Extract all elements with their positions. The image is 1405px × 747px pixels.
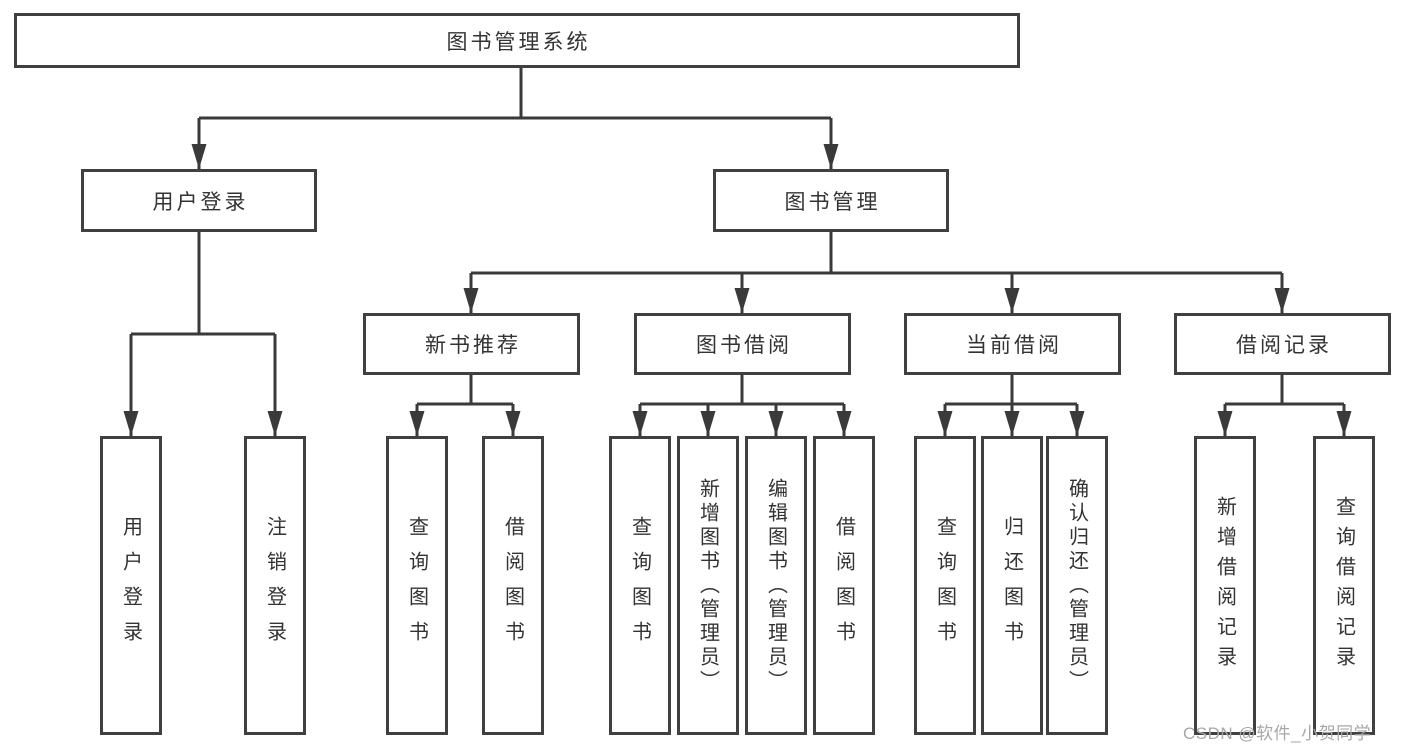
node-label: 查询图书: [933, 515, 956, 656]
node-new-book-recommendation: 新书推荐: [363, 313, 580, 375]
leaf-user-login: 用户登录: [100, 436, 162, 735]
node-book-management: 图书管理: [713, 169, 949, 232]
leaf-query-books-recommend: 查询图书: [386, 436, 448, 735]
node-label: 图书管理: [784, 190, 881, 214]
node-label: 新增图书（管理员）: [696, 477, 719, 694]
leaf-query-books-borrow: 查询图书: [609, 436, 671, 735]
node-label: 用户登录: [119, 515, 142, 656]
leaf-borrow-books: 借阅图书: [813, 436, 875, 735]
node-label: 新增借阅记录: [1213, 495, 1236, 676]
node-current-borrowing: 当前借阅: [904, 313, 1121, 375]
node-label: 注销登录: [263, 515, 286, 656]
leaf-add-books-admin: 新增图书（管理员）: [677, 436, 739, 735]
leaf-return-books: 归还图书: [981, 436, 1043, 735]
node-label: 当前借阅: [966, 334, 1062, 357]
node-borrowing-records: 借阅记录: [1174, 313, 1391, 375]
leaf-query-books-current: 查询图书: [914, 436, 976, 735]
node-label: 借阅记录: [1236, 334, 1332, 357]
leaf-borrow-books-recommend: 借阅图书: [482, 436, 544, 735]
node-label: 查询图书: [405, 515, 428, 656]
node-book-borrowing: 图书借阅: [634, 313, 851, 375]
node-label: 借阅图书: [832, 515, 855, 656]
leaf-logout: 注销登录: [244, 436, 306, 735]
node-label: 图书借阅: [696, 334, 792, 357]
node-label: 新书推荐: [425, 334, 521, 357]
node-label: 归还图书: [1000, 515, 1023, 656]
node-label: 确认归还（管理员）: [1065, 477, 1088, 694]
node-library-management-system: 图书管理系统: [14, 13, 1020, 68]
leaf-query-borrow-record: 查询借阅记录: [1313, 436, 1375, 735]
leaf-edit-books-admin: 编辑图书（管理员）: [745, 436, 807, 735]
node-label: 借阅图书: [501, 515, 524, 656]
node-label: 用户登录: [152, 190, 249, 214]
node-label: 图书管理系统: [446, 30, 591, 54]
leaf-add-borrow-record: 新增借阅记录: [1194, 436, 1256, 735]
watermark: CSDN @软件_小贺同学: [1183, 724, 1372, 743]
node-label: 编辑图书（管理员）: [764, 477, 787, 694]
node-label: 查询借阅记录: [1332, 495, 1355, 676]
node-user-login: 用户登录: [81, 169, 317, 232]
leaf-confirm-return-admin: 确认归还（管理员）: [1046, 436, 1108, 735]
node-label: 查询图书: [628, 515, 651, 656]
